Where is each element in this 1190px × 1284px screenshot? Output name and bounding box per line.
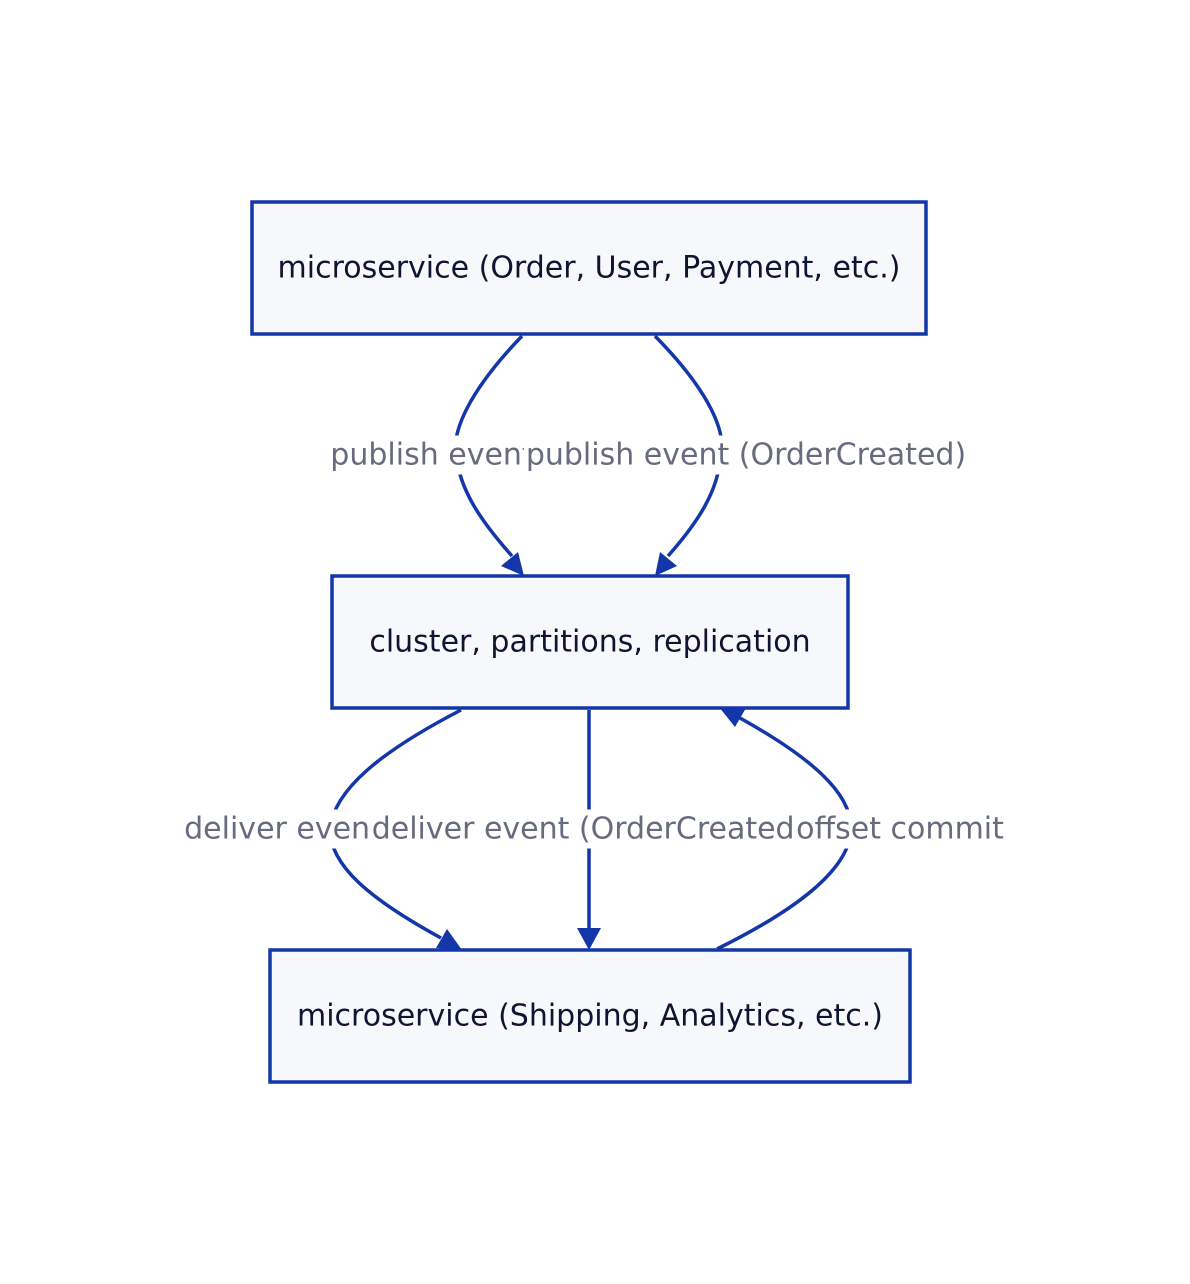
edge-label-bg-deliver-specific bbox=[369, 809, 809, 849]
edge-label-offset-commit: offset commit bbox=[796, 812, 1004, 847]
node-consumer-box bbox=[268, 948, 912, 1084]
node-consumer[interactable]: microservice (Shipping, Analytics, etc.) bbox=[268, 948, 912, 1084]
edge-label-deliver-specific: deliver event (OrderCreated) bbox=[372, 812, 807, 847]
edge-label-bg-deliver-generic bbox=[182, 809, 385, 849]
arrowhead-publish-generic bbox=[501, 552, 524, 576]
edge-label-bg-offset-commit bbox=[794, 809, 1007, 849]
edge-label-bg-publish-specific bbox=[523, 435, 969, 475]
node-consumer-label: microservice (Shipping, Analytics, etc.) bbox=[297, 999, 883, 1034]
edge-label-publish-generic: publish event bbox=[330, 438, 534, 473]
node-producer[interactable]: microservice (Order, User, Payment, etc.… bbox=[250, 200, 928, 336]
node-producer-label: microservice (Order, User, Payment, etc.… bbox=[278, 251, 901, 286]
edge-label-publish-specific: publish event (OrderCreated) bbox=[526, 438, 966, 473]
arrowhead-deliver-generic bbox=[436, 929, 462, 950]
edge-label-group: publish event publish event (OrderCreate… bbox=[182, 435, 1007, 849]
edge-label-deliver-generic: deliver event bbox=[184, 812, 382, 847]
node-producer-box bbox=[250, 200, 928, 336]
edge-label-bg-publish-generic bbox=[328, 435, 536, 475]
arrowhead-deliver-specific bbox=[577, 928, 601, 950]
arrowhead-offset-commit bbox=[719, 707, 746, 727]
arrowhead-publish-specific bbox=[655, 552, 677, 576]
node-broker-label: cluster, partitions, replication bbox=[369, 625, 810, 660]
node-broker-box bbox=[330, 574, 850, 710]
node-broker[interactable]: cluster, partitions, replication bbox=[330, 574, 850, 710]
